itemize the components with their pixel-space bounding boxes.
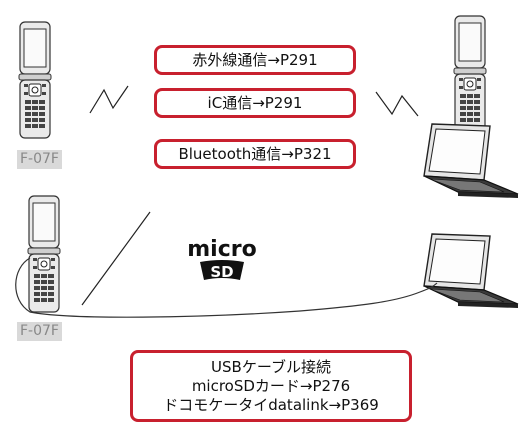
bluetooth-label: Bluetooth通信→P321 (178, 145, 332, 163)
signal-left (89, 85, 129, 114)
wired-line-usb: USBケーブル接続 (211, 357, 331, 376)
phone-bottom-left (27, 195, 61, 313)
ic-label: iC通信→P291 (207, 94, 303, 112)
signal-right (375, 91, 419, 117)
infrared-label: 赤外線通信→P291 (192, 51, 318, 69)
bluetooth-box: Bluetooth通信→P321 (154, 139, 356, 169)
ic-box: iC通信→P291 (154, 88, 356, 118)
infrared-box: 赤外線通信→P291 (154, 45, 356, 75)
wired-line-datalink: ドコモケータイdatalink→P369 (163, 395, 379, 414)
usb-cable (15, 257, 438, 318)
svg-text:SD: SD (210, 263, 233, 281)
wired-line-microsd: microSDカード→P276 (191, 376, 351, 395)
phone-top-left (18, 21, 52, 139)
phone-label-top: F-07F (17, 150, 62, 169)
laptop-top-right (423, 123, 519, 199)
laptop-bottom-right (423, 233, 519, 309)
sd-transfer-line (81, 211, 151, 306)
svg-text:micro: micro (187, 237, 256, 262)
phone-top-right (453, 15, 487, 133)
phone-label-bottom: F-07F (17, 322, 62, 341)
microsd-logo: micro SD (187, 232, 257, 284)
wired-connection-box: USBケーブル接続 microSDカード→P276 ドコモケータイdatalin… (130, 350, 412, 422)
